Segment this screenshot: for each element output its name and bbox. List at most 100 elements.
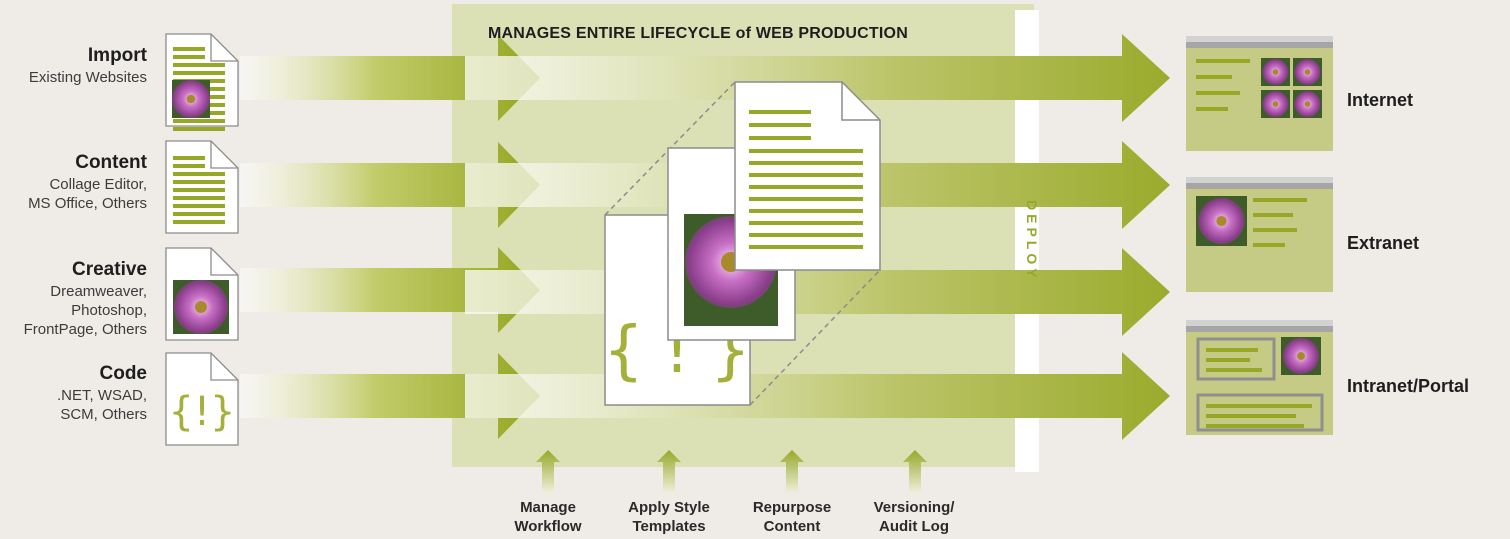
site-toolbar <box>1186 183 1333 189</box>
text-line <box>173 196 225 200</box>
text-line <box>1196 107 1228 111</box>
text-line <box>1196 91 1240 95</box>
text-line <box>173 63 225 67</box>
flower-center <box>186 94 196 104</box>
input-heading: Import <box>87 45 147 66</box>
code-document-icon: {!} <box>165 352 239 446</box>
output-label-intranet-portal: Intranet/Portal <box>1347 376 1470 396</box>
site-titlebar <box>1186 36 1333 42</box>
function-line: Workflow <box>514 518 582 535</box>
function-up-arrow <box>536 450 560 493</box>
text-line <box>173 164 205 168</box>
input-subtext: Photoshop, <box>71 302 147 319</box>
input-label-creative: Creative Dreamweaver, Photoshop, FrontPa… <box>24 259 147 339</box>
text-line <box>173 172 225 176</box>
flower-center <box>1304 101 1311 107</box>
image-document-icon <box>165 247 239 341</box>
document-sheet <box>165 140 239 234</box>
input-subtext: Dreamweaver, <box>50 283 147 300</box>
flower-center <box>195 301 207 313</box>
text-template-document-icon <box>734 81 881 271</box>
text-line <box>1253 228 1297 232</box>
internet-site-icon <box>1186 36 1333 151</box>
text-line <box>173 212 225 216</box>
text-line <box>1206 404 1312 408</box>
input-subtext: MS Office, Others <box>28 195 147 212</box>
deploy-label: DEPLOY <box>1024 200 1040 282</box>
central-documents: { ! } <box>603 81 881 406</box>
text-line <box>1206 424 1304 428</box>
input-heading: Content <box>75 152 147 173</box>
function-line: Audit Log <box>879 518 949 535</box>
text-line <box>749 173 863 177</box>
site-toolbar <box>1186 326 1333 332</box>
document-fold <box>210 353 238 381</box>
function-label-apply-style-templates: Apply Style Templates <box>609 498 729 536</box>
function-line: Versioning/ <box>873 499 955 516</box>
text-line <box>749 197 863 201</box>
text-line <box>173 188 225 192</box>
input-label-import: Import Existing Websites <box>29 45 147 87</box>
output-site-icons <box>1186 36 1333 435</box>
text-line <box>749 233 863 237</box>
input-subtext: SCM, Others <box>60 406 147 423</box>
text-document-icon <box>165 140 239 234</box>
text-line <box>173 71 225 75</box>
text-line <box>1206 358 1250 362</box>
function-label-manage-workflow: Manage Workflow <box>488 498 608 536</box>
text-line <box>749 123 811 127</box>
text-line <box>173 180 225 184</box>
input-subtext: .NET, WSAD, <box>56 387 147 404</box>
text-line <box>749 136 811 140</box>
site-toolbar <box>1186 42 1333 48</box>
extranet-site-icon <box>1186 177 1333 292</box>
document-fold <box>210 248 238 276</box>
input-subtext: Existing Websites <box>28 69 147 86</box>
function-label-versioning-audit-log: Versioning/ Audit Log <box>854 498 974 536</box>
output-label-extranet: Extranet <box>1347 233 1420 253</box>
text-line <box>173 220 225 224</box>
flower-center <box>1304 69 1311 75</box>
text-line <box>749 221 863 225</box>
text-line <box>749 161 863 165</box>
output-flow-arrow <box>465 34 1170 122</box>
text-line <box>173 127 225 131</box>
document-fold <box>210 141 238 169</box>
flower-center <box>1272 69 1279 75</box>
function-line: Templates <box>632 518 706 535</box>
text-line <box>1196 75 1232 79</box>
site-titlebar <box>1186 177 1333 183</box>
text-line <box>1206 368 1262 372</box>
flower-center <box>1216 215 1227 227</box>
flower-center <box>1297 352 1305 360</box>
function-line: Content <box>763 518 821 535</box>
text-line <box>1253 243 1285 247</box>
code-glyph: {!} <box>169 389 236 435</box>
function-line: Repurpose <box>752 499 832 516</box>
function-up-arrow <box>657 450 681 493</box>
text-line <box>173 156 205 160</box>
text-line <box>173 119 225 123</box>
text-line <box>749 185 863 189</box>
text-line <box>1206 414 1296 418</box>
document-fold <box>210 34 238 62</box>
function-line: Apply Style <box>628 499 710 516</box>
function-arrows <box>536 450 927 493</box>
web-page-document-icon <box>165 33 239 131</box>
output-label-internet: Internet <box>1347 90 1414 110</box>
document-sheet <box>165 352 239 446</box>
input-document-icons: {!} <box>165 33 239 446</box>
function-label-repurpose-content: Repurpose Content <box>732 498 852 536</box>
input-heading: Code <box>99 363 148 384</box>
input-subtext: FrontPage, Others <box>23 321 147 338</box>
text-line <box>749 245 863 249</box>
flower-center <box>1272 101 1279 107</box>
lifecycle-title: MANAGES ENTIRE LIFECYCLE of WEB PRODUCTI… <box>488 25 908 42</box>
text-line <box>1196 59 1250 63</box>
text-line <box>1253 198 1307 202</box>
intranet-portal-icon <box>1186 320 1333 435</box>
text-line <box>173 204 225 208</box>
text-line <box>1253 213 1293 217</box>
input-subtext: Collage Editor, <box>49 176 147 193</box>
